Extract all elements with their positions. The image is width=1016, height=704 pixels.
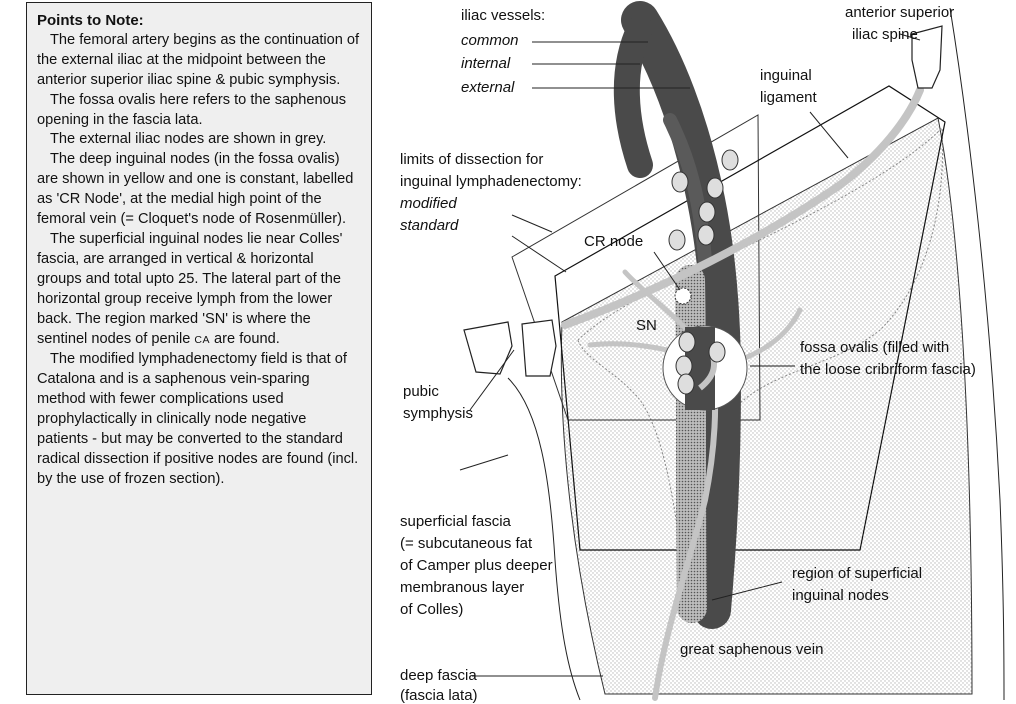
label-deep-fascia-2: (fascia lata): [400, 687, 478, 704]
external-iliac-node: [698, 225, 714, 245]
leader-modified: [512, 215, 552, 232]
deep-inguinal-node: [709, 342, 725, 362]
internal-iliac-vessel: [627, 28, 640, 165]
deep-inguinal-node: [679, 332, 695, 352]
leader-inguinal: [810, 112, 848, 158]
label-superficial-fascia-5: of Colles): [400, 601, 463, 618]
label-inguinal-1: inguinal: [760, 67, 812, 84]
cr-node: [675, 288, 691, 304]
label-fossa-2: the loose cribriform fascia): [800, 361, 976, 378]
label-pubic-1: pubic: [403, 383, 439, 400]
label-modified: modified: [400, 195, 457, 212]
label-great-saphenous-vein: great saphenous vein: [680, 641, 823, 658]
label-limits-2: inguinal lymphadenectomy:: [400, 173, 582, 190]
deep-fascia-thigh: [561, 118, 972, 694]
label-pubic-2: symphysis: [403, 405, 473, 422]
label-external: external: [461, 79, 515, 96]
label-standard: standard: [400, 217, 459, 234]
external-iliac-node: [707, 178, 723, 198]
leader-superficial: [460, 455, 508, 470]
external-iliac-node: [699, 202, 715, 222]
deep-inguinal-node: [678, 374, 694, 394]
label-inguinal-2: ligament: [760, 89, 818, 106]
label-region-2: inguinal nodes: [792, 587, 889, 604]
external-iliac-node: [669, 230, 685, 250]
pubic-bone-right: [522, 320, 556, 376]
label-iliac-vessels: iliac vessels:: [461, 7, 545, 24]
label-deep-fascia-1: deep fascia: [400, 667, 477, 684]
label-superficial-fascia-3: of Camper plus deeper: [400, 557, 553, 574]
pubic-bone-left: [464, 322, 512, 374]
external-iliac-node: [722, 150, 738, 170]
label-limits-1: limits of dissection for: [400, 151, 543, 168]
label-asis-2: iliac spine: [852, 26, 918, 43]
label-superficial-fascia-2: (= subcutaneous fat: [400, 535, 533, 552]
external-iliac-node: [672, 172, 688, 192]
label-fossa-1: fossa ovalis (filled with: [800, 339, 949, 356]
label-cr-node: CR node: [584, 233, 643, 250]
label-region-1: region of superficial: [792, 565, 922, 582]
label-common: common: [461, 32, 519, 49]
label-superficial-fascia-1: superficial fascia: [400, 513, 512, 530]
label-superficial-fascia-4: membranous layer: [400, 579, 524, 596]
label-internal: internal: [461, 55, 511, 72]
label-asis-1: anterior superior: [845, 4, 954, 21]
label-sn: SN: [636, 317, 657, 334]
deep-inguinal-node: [676, 356, 692, 376]
